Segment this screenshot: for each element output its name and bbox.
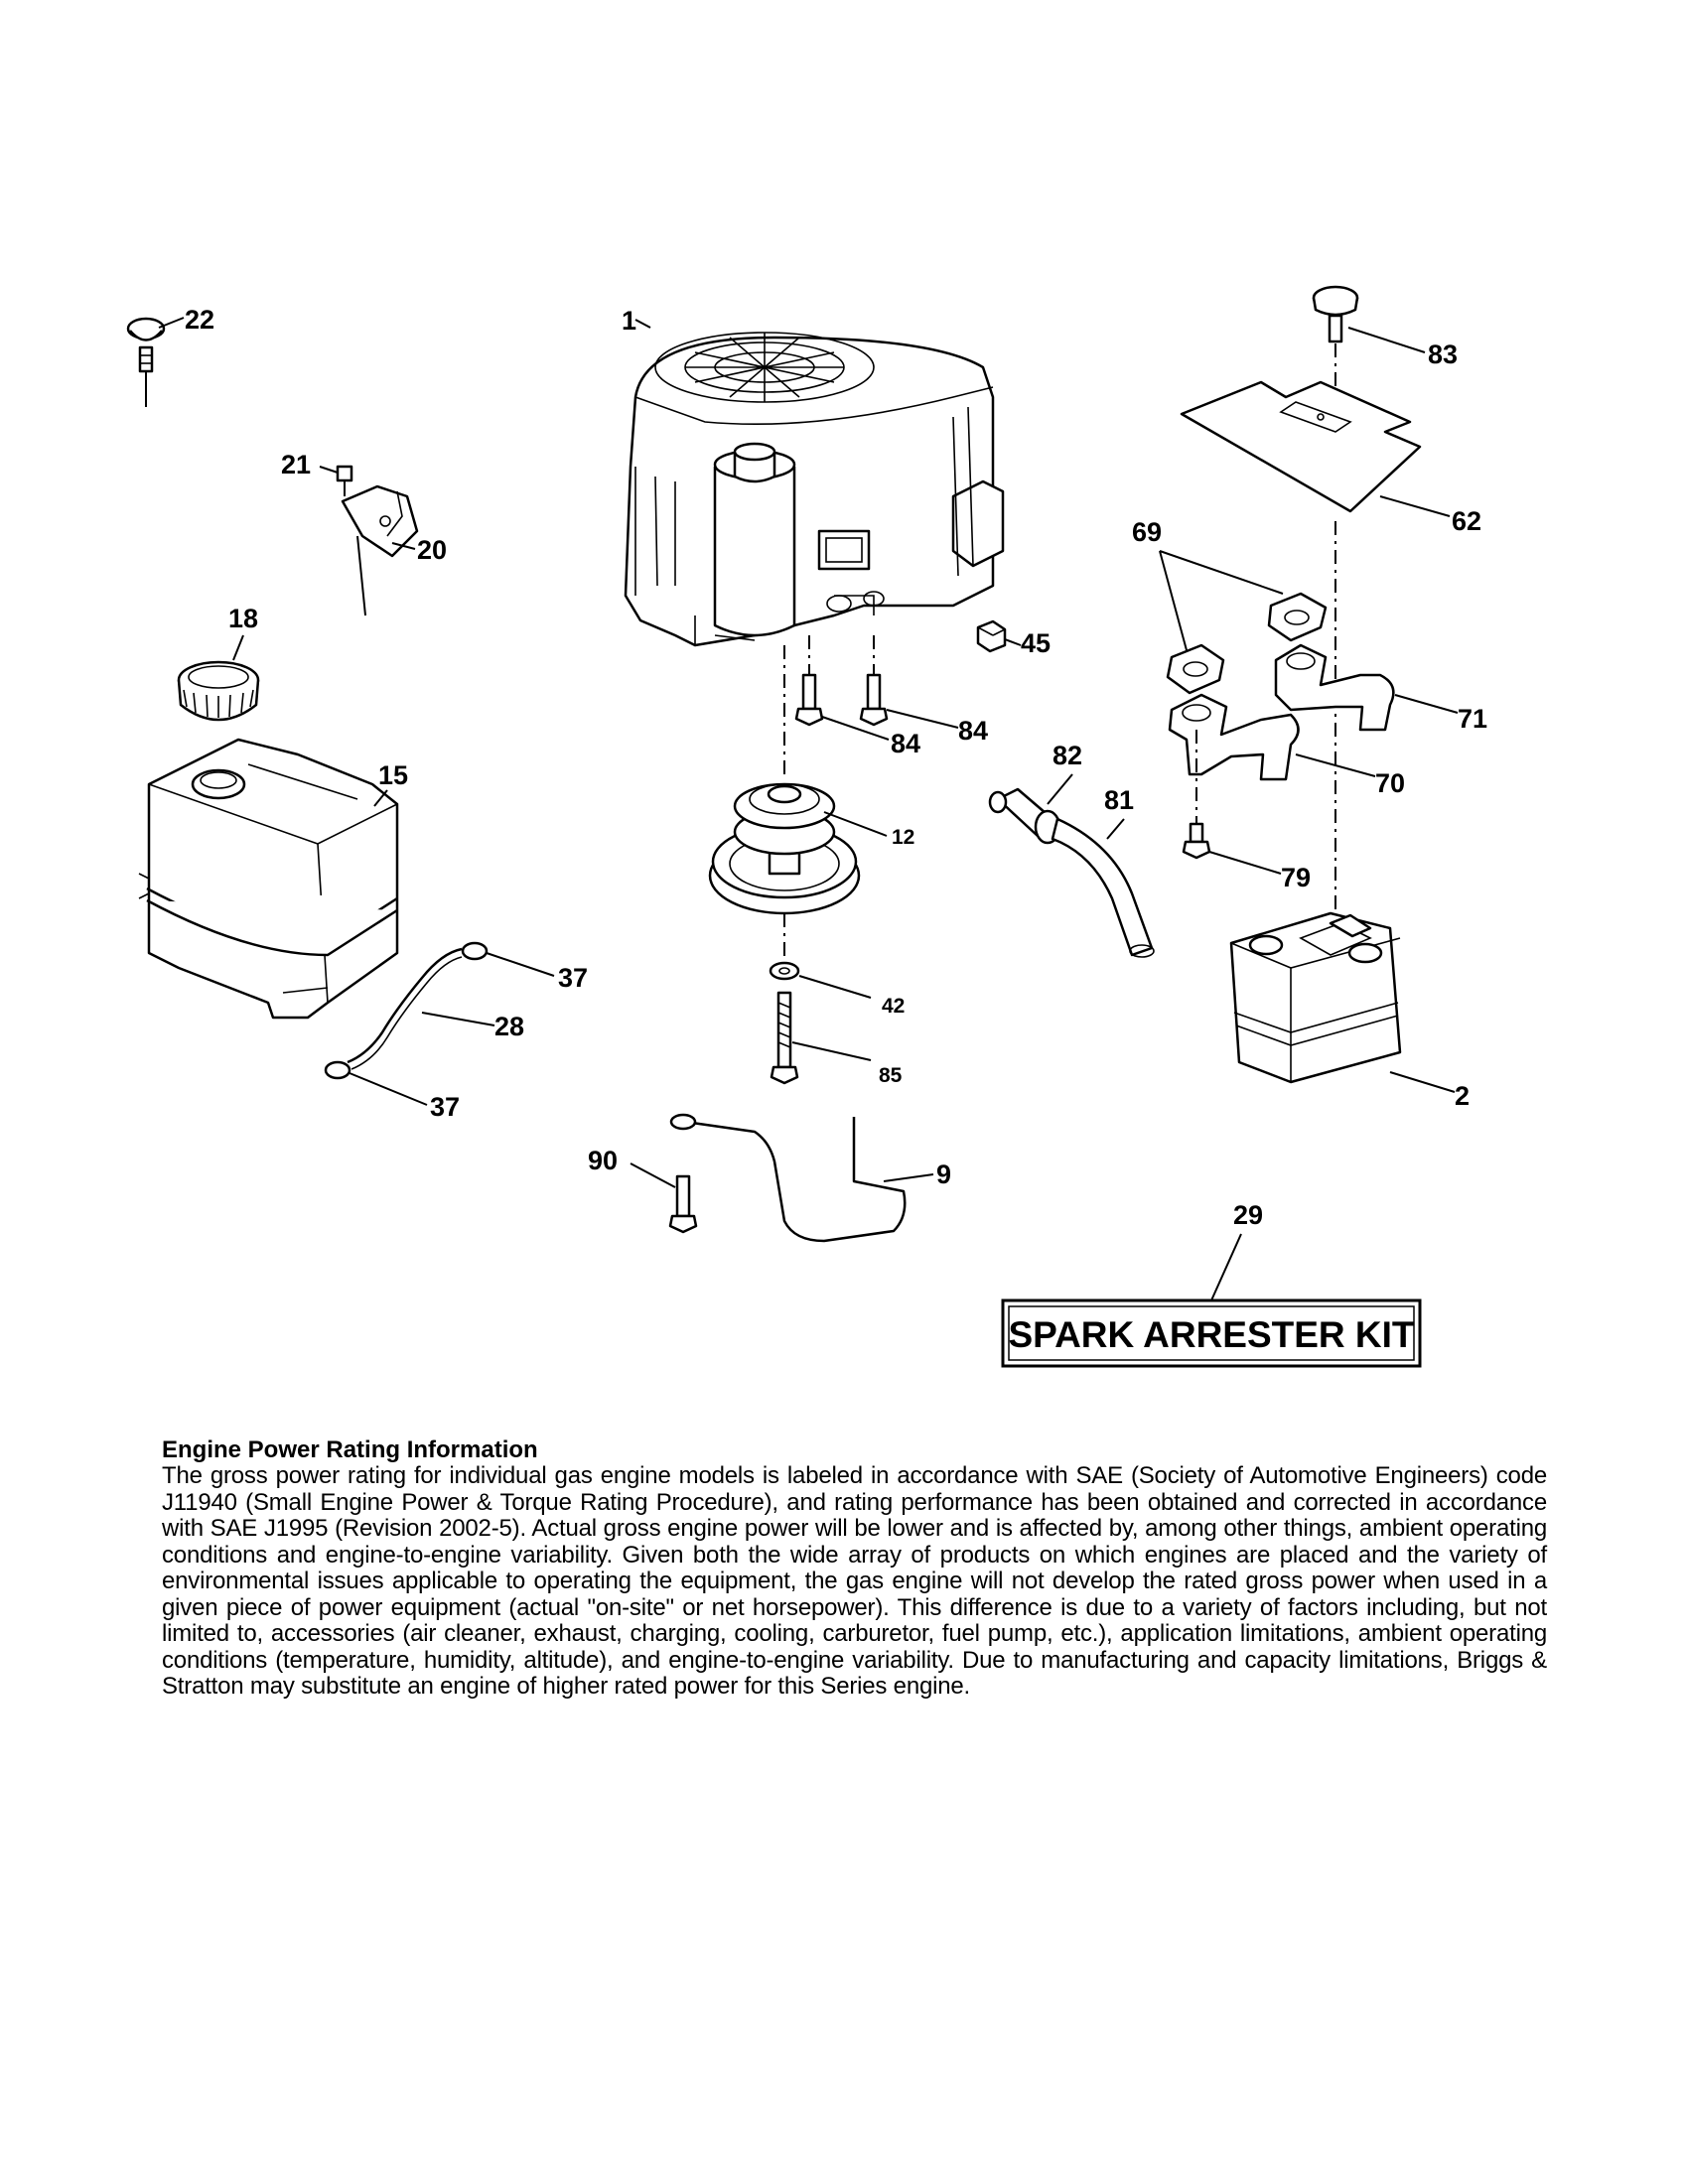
callout-37b: 37 [430, 1092, 460, 1122]
part-69-gasket-lower [1166, 643, 1225, 695]
part-69-gasket-upper [1267, 592, 1328, 642]
callout-21: 21 [281, 450, 311, 479]
callout-90: 90 [588, 1146, 618, 1175]
callout-15: 15 [378, 760, 408, 790]
callout-22: 22 [185, 305, 214, 335]
part-85-bolt [770, 991, 799, 1085]
callout-1: 1 [622, 306, 636, 336]
part-20-bracket [341, 484, 419, 616]
part-28-fuel-line [347, 947, 463, 1070]
part-82-fitting [988, 787, 1061, 845]
part-12-pulley [708, 782, 861, 915]
part-22-knob-pin [126, 317, 166, 407]
callout-70: 70 [1375, 768, 1405, 798]
callout-45: 45 [1021, 628, 1051, 658]
callout-18: 18 [228, 604, 258, 633]
part-81-hose [1051, 817, 1155, 958]
part-2-muffler [1229, 911, 1402, 1084]
part-79-bolt [1182, 822, 1211, 860]
callout-42: 42 [882, 995, 905, 1018]
part-37-clamp-top [461, 941, 489, 961]
callout-9: 9 [936, 1160, 951, 1189]
part-37-clamp-bottom [324, 1060, 351, 1080]
callout-82: 82 [1052, 741, 1082, 770]
spark-arrester-kit-label: SPARK ARRESTER KIT [1008, 1314, 1414, 1355]
part-18-fuel-cap [177, 660, 260, 722]
part-45-nut [976, 619, 1007, 653]
callout-20: 20 [417, 535, 447, 565]
spark-arrester-kit-box: SPARK ARRESTER KIT [1001, 1298, 1422, 1368]
part-42-washer [769, 961, 800, 981]
callout-84b: 84 [958, 716, 988, 746]
callout-81: 81 [1104, 785, 1134, 815]
info-body: The gross power rating for individual ga… [162, 1462, 1547, 1700]
callout-85: 85 [879, 1064, 903, 1087]
part-15-fuel-tank [138, 738, 399, 1020]
part-84-bolt-right [859, 673, 889, 727]
engine-power-rating-info: Engine Power Rating Information The gros… [162, 1437, 1547, 1701]
callout-62: 62 [1452, 506, 1481, 536]
part-62-heat-shield [1180, 380, 1422, 513]
callout-29: 29 [1233, 1200, 1263, 1230]
callout-12: 12 [892, 826, 914, 849]
callout-83: 83 [1428, 340, 1458, 369]
part-9-rod [669, 1113, 907, 1243]
part-1-engine [624, 332, 1005, 647]
part-90-bolt [668, 1174, 698, 1234]
part-71-pipe [1274, 643, 1395, 732]
parts-diagram: 22 21 20 18 15 [126, 285, 1487, 1368]
callout-79: 79 [1281, 863, 1311, 892]
part-83-knob [1312, 285, 1359, 343]
part-84-bolt-left [794, 673, 824, 727]
callout-71: 71 [1458, 704, 1487, 734]
callout-2: 2 [1455, 1081, 1470, 1111]
callout-69: 69 [1132, 517, 1162, 547]
part-70-pipe [1168, 693, 1300, 781]
callout-37a: 37 [558, 963, 588, 993]
callout-84a: 84 [891, 729, 920, 758]
part-21-bolt [336, 465, 353, 496]
callout-28: 28 [494, 1012, 524, 1041]
info-title: Engine Power Rating Information [162, 1436, 538, 1463]
